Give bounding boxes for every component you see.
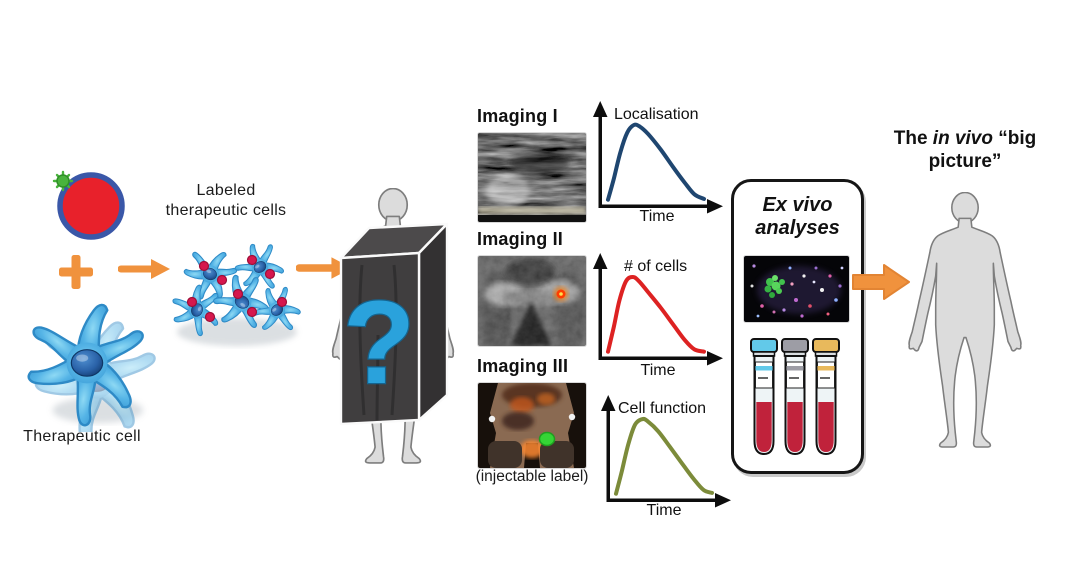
chart-xlabel: Time	[640, 362, 676, 379]
microscopy-image	[744, 256, 849, 322]
fluorescent-specks	[750, 264, 844, 318]
cell-number-chart: # of cells Time	[590, 252, 726, 380]
therapeutic-cell-illustration	[25, 300, 158, 432]
labeled-cells-label: Labeled therapeutic cells	[165, 182, 287, 219]
whole-body-silhouette	[902, 192, 1028, 448]
blood-tube-3	[812, 338, 840, 456]
pet-hotspot	[538, 431, 556, 447]
imaging-1-label: Imaging I	[477, 106, 558, 126]
chart-xlabel: Time	[639, 208, 675, 225]
imaging-3-label: Imaging III	[477, 356, 569, 376]
ex-vivo-title: Ex vivo analyses	[755, 194, 840, 239]
chart-xlabel: Time	[646, 502, 682, 519]
curve-path	[614, 416, 714, 496]
ultrasound-image	[478, 133, 586, 222]
labeling-agent-icon	[52, 170, 125, 240]
title-italic: in vivo	[932, 128, 993, 149]
chart-ylabel: # of cells	[624, 258, 688, 275]
blood-tube-1	[750, 338, 778, 456]
imaging-2-label: Imaging II	[477, 229, 564, 249]
labeled-cells-cluster	[163, 232, 312, 346]
blood-tubes	[750, 338, 840, 456]
curve-path	[606, 274, 706, 354]
blood-tube-2	[781, 338, 809, 456]
big-picture-title: The in vivo “big picture”	[872, 127, 1058, 173]
box-front-face	[339, 251, 421, 426]
curve-path	[606, 122, 706, 202]
chart-axes	[601, 395, 731, 508]
chart-axes	[593, 253, 723, 366]
chart-axes	[593, 101, 723, 214]
cell-label-dots	[186, 254, 288, 323]
therapeutic-cell-label: Therapeutic cell	[23, 428, 141, 445]
cell-function-chart: Cell function Time	[598, 394, 731, 520]
chart-ylabel: Cell function	[618, 400, 707, 417]
plus-icon	[59, 255, 93, 289]
pet-ct-image	[478, 383, 586, 468]
injectable-label-caption: (injectable label)	[475, 468, 589, 485]
chart-ylabel: Localisation	[614, 106, 699, 123]
ex-vivo-analyses-panel: Ex vivo analyses	[731, 179, 864, 474]
burst-icon	[52, 170, 74, 192]
title-prefix: The	[893, 128, 933, 149]
title-suffix: “big picture”	[928, 128, 1037, 172]
mystery-box: ?	[339, 222, 449, 426]
mri-image	[478, 256, 586, 346]
green-cell-cluster	[764, 275, 785, 298]
mri-hotspot	[553, 286, 569, 302]
localisation-chart: Localisation Time	[590, 100, 724, 226]
arrow-right-block-icon	[852, 264, 910, 300]
question-mark: ?	[343, 277, 415, 409]
box-side-face	[417, 222, 449, 422]
